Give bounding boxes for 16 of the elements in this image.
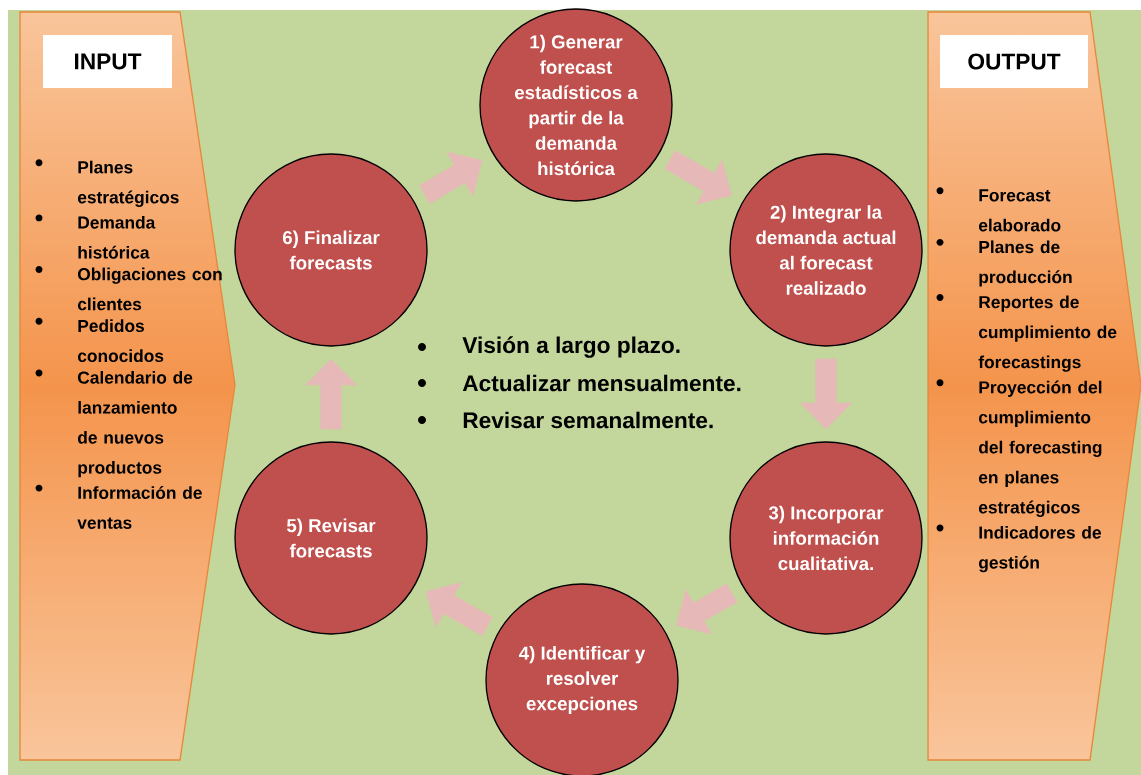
bullet-item: Calendario de lanzamiento de nuevos productos xyxy=(35,369,193,478)
bullet-item: Proyección del cumplimiento del forecasting en planes estratégicos xyxy=(936,379,1102,517)
heading-box: INPUT xyxy=(43,35,172,88)
bullet-item: Reportes de cumplimiento de forecastings xyxy=(936,294,1117,372)
bullet-item: Forecast elaborado xyxy=(936,187,1061,232)
bullet-item: Indicadores de gestión xyxy=(936,524,1101,573)
bullet-item: Actualizar mensualmente. xyxy=(418,374,741,392)
bullet-item: Información de ventas xyxy=(35,484,202,529)
bullet-item: Revisar semanalmente. xyxy=(418,411,713,429)
bullet-item: Demanda histórica xyxy=(35,214,156,259)
block-arrow xyxy=(676,583,738,635)
bullet-item: Planes de producción xyxy=(936,238,1072,287)
bullet-item: Obligaciones con clientes xyxy=(35,266,222,311)
bullet-item: Planes estratégicos xyxy=(35,159,179,207)
bullet-item: Pedidos conocidos xyxy=(35,317,164,363)
heading-box: OUTPUT xyxy=(940,35,1088,88)
